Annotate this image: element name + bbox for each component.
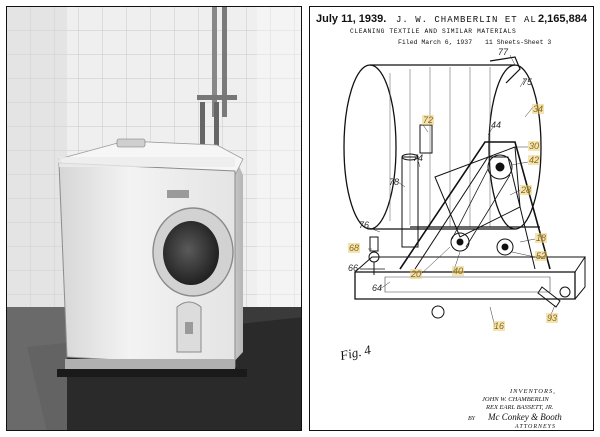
photo-illustration xyxy=(7,7,301,430)
callout-40: 40 xyxy=(452,266,465,276)
callout-30: 30 xyxy=(528,141,541,151)
patent-drawing: July 11, 1939. J. W. CHAMBERLIN ET AL 2,… xyxy=(309,6,594,431)
callout-78: 78 xyxy=(389,177,400,187)
inventor-1: JOHN W. CHAMBERLIN xyxy=(482,396,549,403)
callout-93: 93 xyxy=(546,313,559,323)
callout-64: 64 xyxy=(372,283,383,293)
patent-number: 2,165,884 xyxy=(538,13,587,25)
callout-16: 16 xyxy=(493,321,506,331)
callout-44: 44 xyxy=(491,120,502,130)
attorneys-label: ATTORNEYS xyxy=(515,424,557,430)
callout-28: 28 xyxy=(520,185,533,195)
callout-75: 75 xyxy=(522,77,533,87)
callout-77: 77 xyxy=(498,47,509,57)
patent-date: July 11, 1939. xyxy=(316,13,387,25)
callout-68: 68 xyxy=(348,243,361,253)
attorneys-signature: Mc Conkey & Booth xyxy=(488,412,562,422)
callout-34: 34 xyxy=(532,104,545,114)
inventors-heading: INVENTORS, xyxy=(510,388,556,395)
patent-title: CLEANING TEXTILE AND SIMILAR MATERIALS xyxy=(350,28,517,35)
patent-sheets: 11 Sheets-Sheet 3 xyxy=(485,39,552,46)
callout-72: 72 xyxy=(422,115,435,125)
callout-76: 76 xyxy=(359,220,370,230)
callout-42: 42 xyxy=(528,155,541,165)
patent-inventor-header: J. W. CHAMBERLIN ET AL xyxy=(396,15,537,25)
callout-66: 66 xyxy=(348,263,359,273)
by-label: BY xyxy=(468,416,476,422)
patent-illustration xyxy=(343,54,586,328)
inventor-2: REX EARL BASSETT, JR. xyxy=(486,404,554,411)
patent-filed-date: Filed March 6, 1937 xyxy=(398,39,473,46)
callout-20: 20 xyxy=(410,269,423,279)
washing-machine-photo xyxy=(6,6,302,431)
callout-74: 74 xyxy=(413,153,424,163)
callout-18: 18 xyxy=(535,233,548,243)
callout-52: 52 xyxy=(535,251,548,261)
